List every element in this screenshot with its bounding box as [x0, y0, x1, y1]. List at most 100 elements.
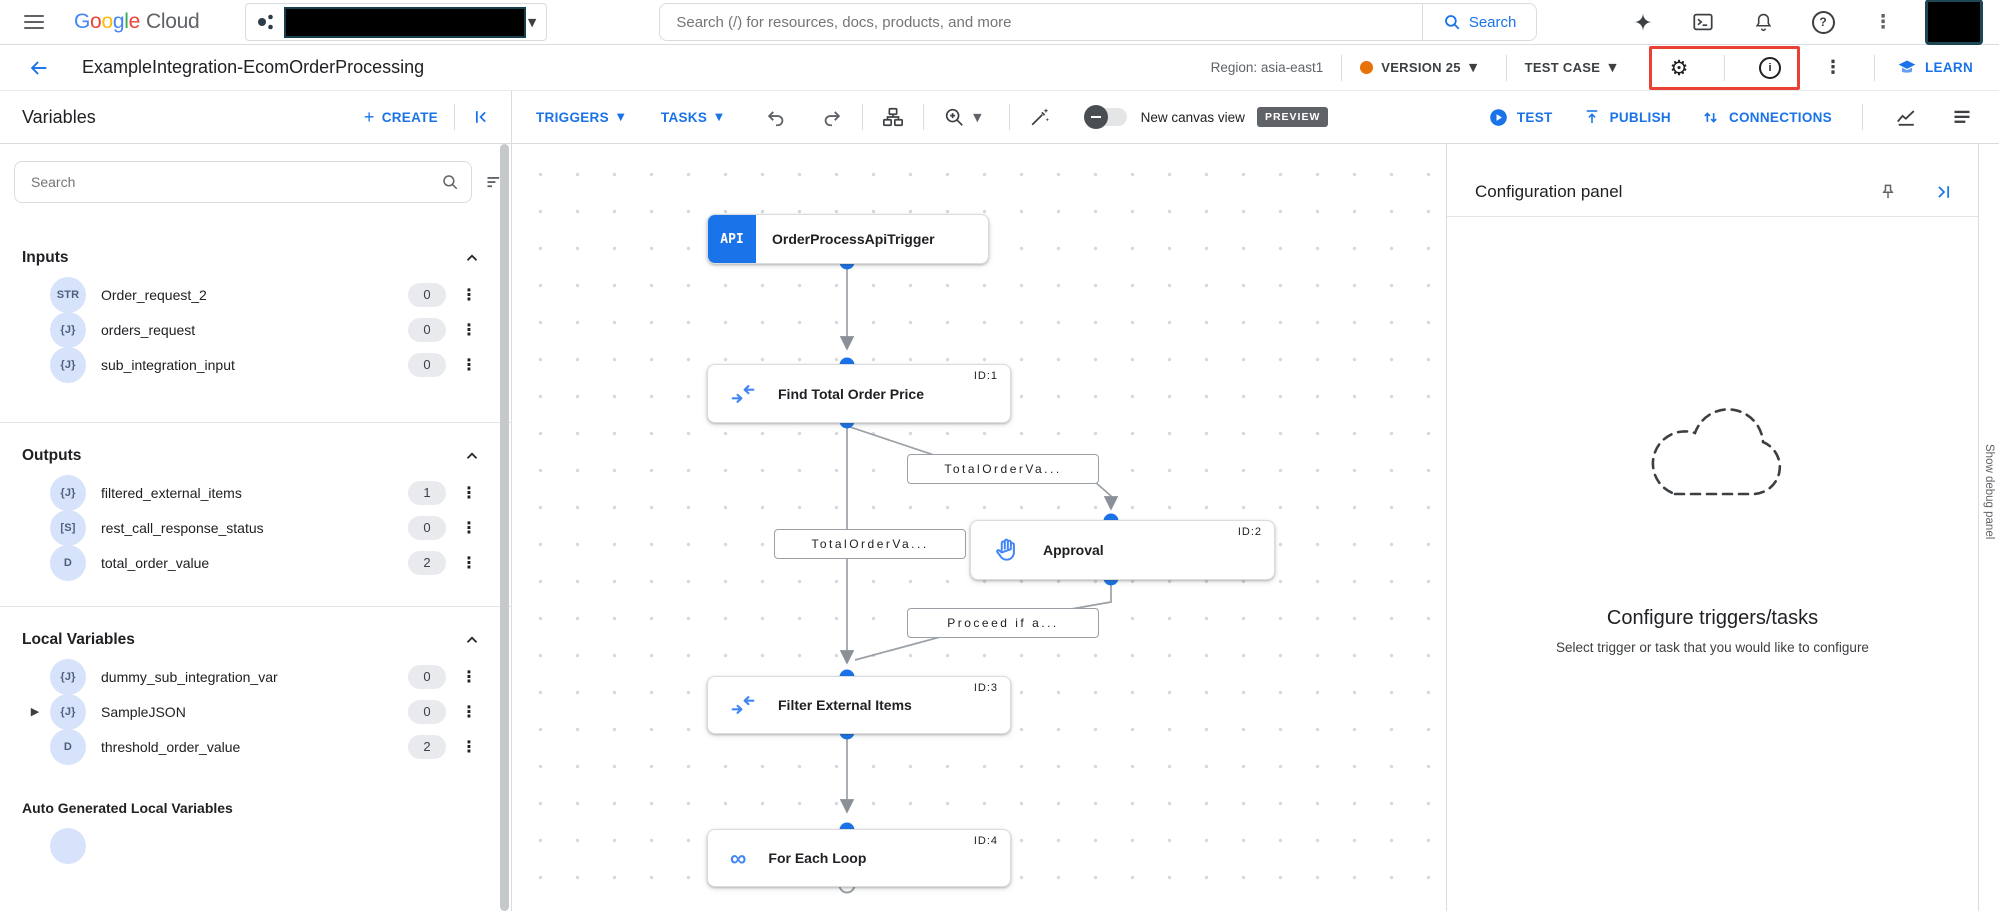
variable-menu-icon[interactable]: ⋮ — [461, 355, 477, 374]
notifications-bell-icon[interactable] — [1751, 10, 1775, 34]
variable-row[interactable]: ▶ {J} SampleJSON 0 ⋮ — [0, 693, 511, 730]
sidebar-scrollbar[interactable] — [500, 144, 509, 911]
variable-row[interactable]: STR Order_request_2 0 ⋮ — [0, 276, 511, 313]
cloud-shell-icon[interactable] — [1691, 10, 1715, 34]
variable-name: orders_request — [101, 321, 196, 338]
more-options-icon[interactable]: ⋮ — [1873, 11, 1893, 33]
publish-button[interactable]: PUBLISH — [1583, 108, 1671, 126]
toggle-knob — [1083, 105, 1108, 129]
node-task[interactable]: ID:1 Find Total Order Price — [707, 364, 1011, 423]
section-header-inputs[interactable]: Inputs — [0, 249, 511, 267]
tasks-dropdown[interactable]: TASKS ▼ — [661, 110, 723, 125]
metrics-chart-icon[interactable] — [1893, 104, 1919, 130]
publish-label: PUBLISH — [1609, 109, 1671, 125]
section-header-local-variables[interactable]: Local Variables — [0, 631, 511, 649]
variable-menu-icon[interactable]: ⋮ — [461, 483, 477, 502]
edge-label[interactable]: Proceed if a... — [907, 608, 1099, 638]
divider — [454, 104, 455, 130]
zoom-icon[interactable] — [941, 104, 967, 130]
magic-wand-icon[interactable] — [1027, 104, 1053, 130]
redo-icon[interactable] — [819, 104, 845, 130]
edge-label[interactable]: TotalOrderVa... — [907, 454, 1099, 484]
variable-row[interactable]: D threshold_order_value 2 ⋮ — [0, 728, 511, 765]
variable-menu-icon[interactable]: ⋮ — [461, 667, 477, 686]
variable-row[interactable]: {J} filtered_external_items 1 ⋮ — [0, 474, 511, 511]
triggers-dropdown[interactable]: TRIGGERS ▼ — [536, 110, 625, 125]
variable-type-badge — [50, 827, 86, 864]
node-task[interactable]: ID:2 Approval — [970, 520, 1275, 580]
variable-row-clipped[interactable] — [0, 827, 511, 864]
collapse-panel-icon[interactable] — [471, 107, 491, 127]
project-name-redacted — [284, 6, 527, 38]
hamburger-menu-icon[interactable] — [24, 15, 44, 29]
integration-header: ExampleIntegration-EcomOrderProcessing R… — [0, 45, 1999, 91]
plus-icon: + — [363, 106, 375, 127]
show-debug-panel-label[interactable]: Show debug panel — [1983, 444, 1995, 540]
edge-label[interactable]: TotalOrderVa... — [774, 529, 966, 559]
global-search-bar[interactable]: Search — [659, 3, 1538, 41]
help-icon[interactable]: ? — [1811, 10, 1835, 34]
node-task[interactable]: ID:3 Filter External Items — [707, 676, 1011, 734]
node-task[interactable]: ID:4 ∞ For Each Loop — [707, 829, 1011, 887]
variable-row[interactable]: [S] rest_call_response_status 0 ⋮ — [0, 509, 511, 546]
variable-name: Order_request_2 — [101, 286, 207, 303]
chevron-down-icon: ▼ — [1608, 61, 1617, 74]
variable-row[interactable]: {J} sub_integration_input 0 ⋮ — [0, 346, 511, 383]
node-title: Approval — [1043, 542, 1104, 558]
project-selector[interactable]: ▼ — [245, 3, 548, 41]
node-trigger[interactable]: API OrderProcessApiTrigger — [707, 214, 989, 264]
empty-state-subtitle: Select trigger or task that you would li… — [1556, 640, 1869, 655]
variable-type-badge: {J} — [50, 658, 86, 695]
global-search-button[interactable]: Search — [1421, 4, 1537, 40]
variable-menu-icon[interactable]: ⋮ — [461, 737, 477, 756]
more-actions-icon[interactable]: ⋮ — [1824, 57, 1842, 78]
chevron-up-icon[interactable] — [463, 447, 481, 465]
logs-list-icon[interactable] — [1949, 104, 1975, 130]
highlight-red-box: ⚙ i — [1649, 45, 1800, 90]
variables-search-input[interactable] — [21, 174, 441, 190]
variable-menu-icon[interactable]: ⋮ — [461, 553, 477, 572]
workflow-canvas[interactable]: TotalOrderVa... TotalOrderVa... Proceed … — [512, 144, 1446, 911]
divider — [1862, 104, 1863, 130]
chevron-up-icon[interactable] — [463, 631, 481, 649]
chevron-up-icon[interactable] — [463, 249, 481, 267]
variable-menu-icon[interactable]: ⋮ — [461, 320, 477, 339]
variable-row[interactable]: {J} orders_request 0 ⋮ — [0, 311, 511, 348]
editor-toolbar: Variables + CREATE TRIGGERS ▼ TASKS ▼ — [0, 91, 1999, 144]
version-dropdown[interactable]: VERSION 25 ▼ — [1360, 60, 1487, 75]
variable-menu-icon[interactable]: ⋮ — [461, 518, 477, 537]
api-trigger-icon: API — [708, 215, 756, 263]
divider — [1008, 104, 1010, 130]
collapse-right-panel-icon[interactable] — [1934, 182, 1954, 202]
create-variable-button[interactable]: + CREATE — [364, 107, 438, 128]
logo-letter: l — [124, 10, 129, 33]
variable-row[interactable]: D total_order_value 2 ⋮ — [0, 544, 511, 581]
test-button[interactable]: TEST — [1489, 108, 1553, 127]
auto-layout-icon[interactable] — [880, 104, 906, 130]
expand-arrow-icon[interactable]: ▶ — [30, 705, 40, 718]
pin-icon[interactable] — [1878, 182, 1898, 202]
chevron-down-icon: ▼ — [527, 15, 537, 29]
gemini-sparkle-icon[interactable] — [1631, 10, 1655, 34]
variable-menu-icon[interactable]: ⋮ — [461, 285, 477, 304]
variable-row[interactable]: {J} dummy_sub_integration_var 0 ⋮ — [0, 658, 511, 695]
global-search-input[interactable] — [660, 13, 1422, 31]
test-case-dropdown[interactable]: TEST CASE ▼ — [1525, 60, 1627, 75]
learn-button[interactable]: LEARN — [1897, 59, 1973, 77]
connections-button[interactable]: CONNECTIONS — [1701, 108, 1832, 127]
section-title: Outputs — [22, 447, 82, 464]
variables-search-box[interactable] — [14, 161, 472, 203]
new-canvas-toggle[interactable] — [1083, 105, 1127, 129]
variable-menu-icon[interactable]: ⋮ — [461, 702, 477, 721]
filter-sort-icon[interactable] — [485, 172, 505, 192]
avatar[interactable] — [1925, 0, 1983, 45]
info-button[interactable]: i — [1743, 56, 1797, 79]
settings-button[interactable]: ⚙ — [1652, 56, 1706, 80]
back-button[interactable] — [28, 57, 50, 79]
zoom-dropdown-caret[interactable]: ▼ — [973, 110, 982, 124]
section-divider — [0, 606, 511, 607]
for-each-loop-icon: ∞ — [730, 844, 747, 871]
undo-icon[interactable] — [763, 104, 789, 130]
section-header-outputs[interactable]: Outputs — [0, 447, 511, 465]
